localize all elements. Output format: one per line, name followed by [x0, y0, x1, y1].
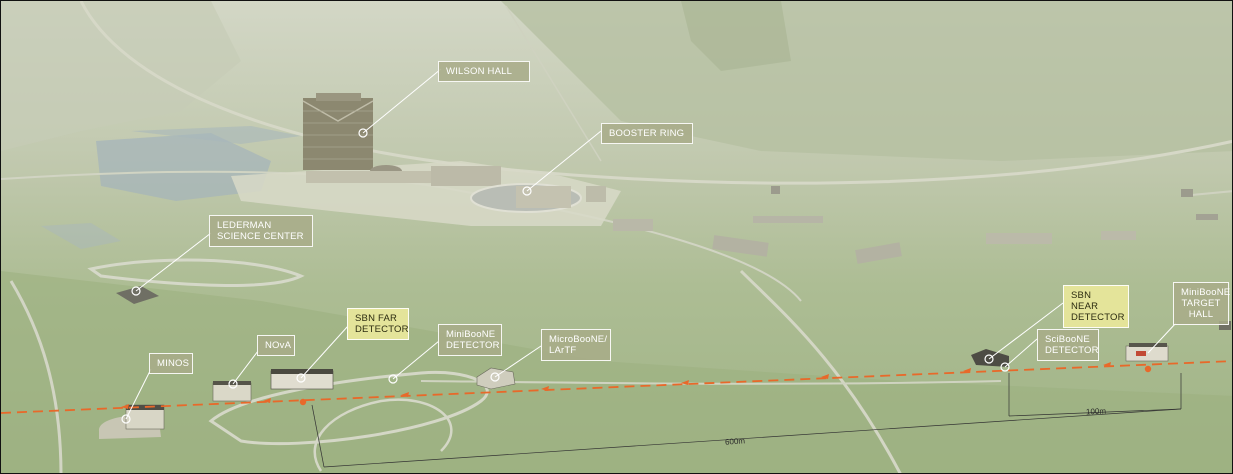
near-detector-marker — [1144, 365, 1152, 373]
label-wilson-hall: WILSON HALL — [438, 61, 530, 82]
nova-building — [212, 382, 252, 402]
field — [1, 271, 1232, 473]
pond — [96, 133, 271, 201]
pond — [131, 126, 301, 144]
building — [1181, 189, 1193, 197]
label-miniboone-detector: MiniBooNE DETECTOR — [438, 324, 502, 356]
label-sbn-near-detector: SBN NEAR DETECTOR — [1063, 285, 1129, 328]
building — [986, 233, 1052, 244]
road — [739, 269, 902, 473]
label-minos: MINOS — [149, 353, 193, 374]
road — [9, 280, 63, 473]
miniboone-target-building — [1125, 345, 1169, 362]
label-sciboone-detector: SciBooNE DETECTOR — [1037, 329, 1099, 361]
building — [771, 186, 780, 194]
label-microboone-lartf: MicroBooNE/ LArTF — [541, 329, 611, 361]
label-booster-ring: BOOSTER RING — [601, 123, 693, 144]
forest-area — [501, 1, 1232, 161]
distance-near-label: 100m — [1085, 406, 1107, 417]
label-nova: NOvA — [257, 335, 295, 356]
distance-far-label: 600m — [724, 436, 746, 447]
forest-area — [1, 1, 241, 151]
building — [1101, 231, 1136, 240]
label-anchors — [121, 128, 1010, 424]
road — [505, 5, 602, 162]
label-lederman-science-center: LEDERMAN SCIENCE CENTER — [209, 215, 313, 247]
building — [1196, 214, 1218, 220]
building — [1219, 321, 1231, 330]
microboone-building — [476, 367, 516, 390]
distance-lines — [311, 373, 1182, 468]
building — [712, 235, 769, 257]
loop-road — [313, 398, 453, 472]
building — [855, 242, 902, 264]
leader-lines — [125, 68, 1177, 420]
wilson-hall-building — [303, 98, 373, 170]
beam-arrows — [121, 362, 1111, 409]
road — [87, 258, 305, 287]
building — [613, 219, 653, 231]
neutrino-beam-line — [1, 360, 1232, 414]
label-sbn-far-detector: SBN FAR DETECTOR — [347, 308, 409, 340]
label-miniboone-target-hall: MiniBooNE TARGET HALL — [1173, 282, 1230, 325]
forest-area — [681, 1, 791, 71]
building — [753, 216, 823, 223]
far-detector-marker — [299, 398, 307, 406]
pond — [41, 223, 121, 249]
